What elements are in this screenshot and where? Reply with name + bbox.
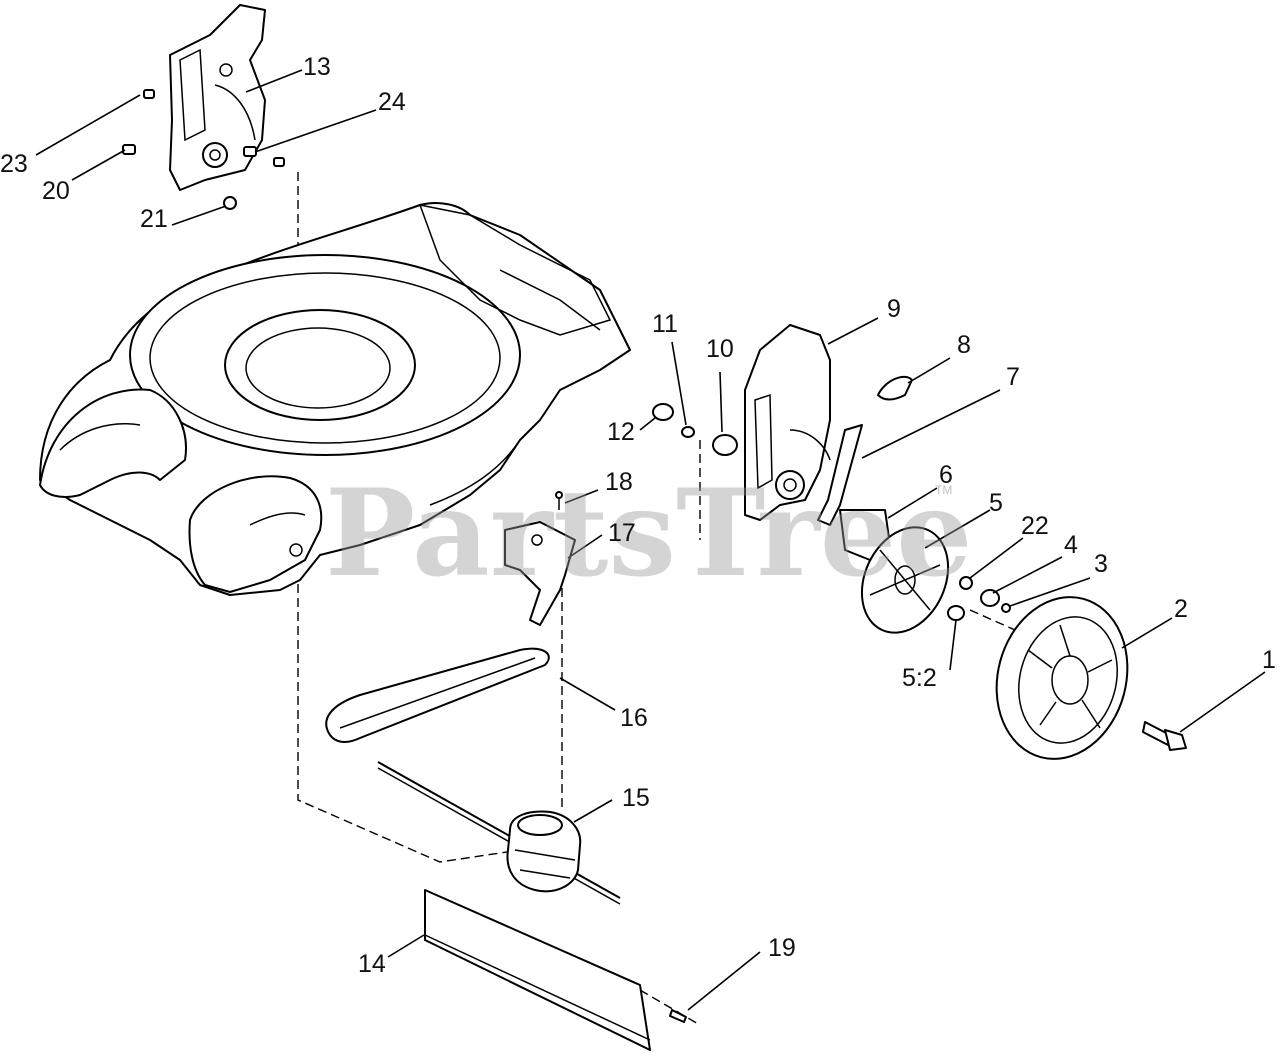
pivot-hardware <box>652 403 738 456</box>
bolt <box>1142 721 1187 751</box>
callout-labels: 1 2 3 4 5 5:2 6 7 8 9 10 11 12 13 14 15 … <box>0 53 1276 978</box>
height-adjuster-rear <box>169 4 266 191</box>
callout-6: 6 <box>939 461 953 489</box>
lever-and-spring <box>817 375 913 526</box>
wheel <box>995 596 1129 760</box>
callout-9: 9 <box>887 295 901 323</box>
callout-21: 21 <box>140 205 168 233</box>
callout-2: 2 <box>1174 595 1188 623</box>
mower-deck <box>39 202 631 596</box>
transmission <box>377 761 621 905</box>
callout-4: 4 <box>1064 531 1078 559</box>
callout-1: 1 <box>1262 646 1276 674</box>
callout-15: 15 <box>622 784 650 812</box>
callout-12: 12 <box>607 418 635 446</box>
screw-19 <box>669 1009 687 1023</box>
rear-plate <box>424 889 651 1051</box>
callout-3: 3 <box>1094 550 1108 578</box>
callout-17: 17 <box>608 519 636 547</box>
height-adjuster-front <box>744 324 831 521</box>
callout-8: 8 <box>957 331 971 359</box>
callout-16: 16 <box>620 704 648 732</box>
callout-23: 23 <box>0 150 28 178</box>
hardware-rear <box>122 89 285 210</box>
callout-22: 22 <box>1021 512 1049 540</box>
callout-20: 20 <box>42 177 70 205</box>
callout-24: 24 <box>378 88 406 116</box>
callout-18: 18 <box>605 468 633 496</box>
wheel-hardware <box>860 526 1011 634</box>
callout-5: 5 <box>989 489 1003 517</box>
watermark-trademark: TM <box>935 483 952 497</box>
watermark: PartsTree <box>325 463 972 604</box>
callout-5-2: 5:2 <box>902 664 937 692</box>
callout-13: 13 <box>303 53 331 81</box>
callout-19: 19 <box>768 934 796 962</box>
callout-11: 11 <box>652 310 678 338</box>
belt <box>325 647 550 743</box>
callout-7: 7 <box>1006 363 1020 391</box>
callout-14: 14 <box>358 950 386 978</box>
callout-10: 10 <box>706 335 734 363</box>
leader-lines <box>35 69 1266 1011</box>
bracket-17 <box>504 491 576 626</box>
